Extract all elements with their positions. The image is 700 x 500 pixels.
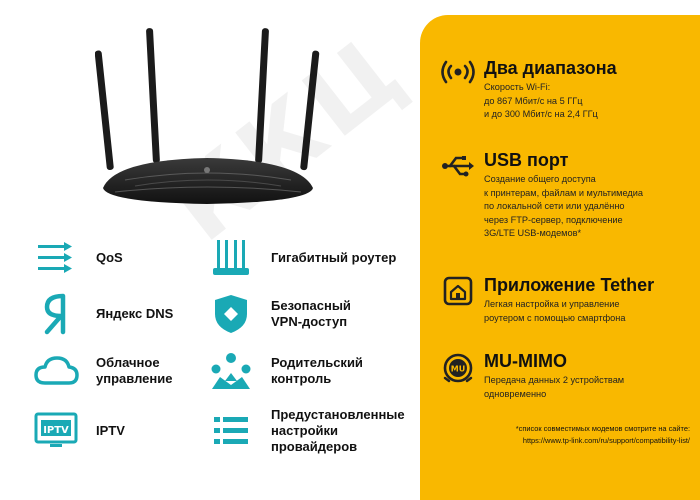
gigabit-router-icon <box>205 232 257 284</box>
highlight-description: Легкая настройка и управление роутером с… <box>484 299 626 323</box>
router-image <box>95 28 320 204</box>
highlight-title: MU-MIMO <box>484 351 567 371</box>
highlight-title: USB порт <box>484 150 569 170</box>
highlight-dual-band: Два диапазона Скорость Wi-Fi: до 867 Мби… <box>440 57 617 122</box>
svg-text:IPTV: IPTV <box>43 425 69 436</box>
feature-provider-presets: Предустановленные настройки провайдеров <box>205 405 405 457</box>
highlights-panel <box>420 15 700 500</box>
feature-label: Безопасный VPN-доступ <box>271 298 351 329</box>
parental-control-icon <box>205 345 257 397</box>
qos-arrows-icon <box>30 232 82 284</box>
footnote: *список совместимых модемов смотрите на … <box>440 423 690 447</box>
feature-gigabit-router: Гигабитный роутер <box>205 232 396 284</box>
feature-label: Гигабитный роутер <box>271 250 397 265</box>
feature-label: Облачное управление <box>96 355 173 386</box>
feature-iptv: IPTV IPTV <box>30 405 125 457</box>
wifi-broadcast-icon <box>440 57 476 95</box>
feature-parental-control: Родительский контроль <box>205 345 363 397</box>
highlight-tether-app: Приложение Tether Легкая настройка и упр… <box>440 274 654 325</box>
iptv-icon: IPTV <box>30 405 82 457</box>
highlight-description: Передача данных 2 устройствам одновремен… <box>484 375 625 399</box>
highlight-title: Два диапазона <box>484 58 617 78</box>
yandex-ya-icon <box>30 288 82 340</box>
feature-yandex-dns: Яндекс DNS <box>30 288 173 340</box>
footnote-text: *список совместимых модемов смотрите на … <box>515 424 690 433</box>
svg-text:MU: MU <box>451 365 465 374</box>
feature-label: QoS <box>96 250 123 265</box>
feature-label: Предустановленные настройки провайдеров <box>271 407 405 454</box>
highlight-description: Создание общего доступа к принтерам, фай… <box>484 174 643 239</box>
feature-cloud: Облачное управление <box>30 345 172 397</box>
shield-icon <box>205 288 257 340</box>
feature-label: Родительский контроль <box>271 355 363 386</box>
cloud-icon <box>30 345 82 397</box>
highlight-title: Приложение Tether <box>484 275 655 295</box>
usb-icon <box>440 149 476 187</box>
highlight-usb: USB порт Создание общего доступа к принт… <box>440 149 643 241</box>
tether-app-icon <box>440 274 476 312</box>
feature-qos: QoS <box>30 232 123 284</box>
compatibility-link[interactable]: https://www.tp-link.com/ru/support/compa… <box>522 436 690 445</box>
highlight-description: Скорость Wi-Fi: до 867 Мбит/с на 5 ГГц и… <box>484 82 598 120</box>
feature-label: Яндекс DNS <box>96 306 174 321</box>
feature-label: IPTV <box>96 423 125 438</box>
list-icon <box>205 405 257 457</box>
feature-vpn: Безопасный VPN-доступ <box>205 288 351 340</box>
highlight-mu-mimo: MU MU-MIMO Передача данных 2 устройствам… <box>440 350 624 401</box>
mu-mimo-icon: MU <box>440 350 476 388</box>
